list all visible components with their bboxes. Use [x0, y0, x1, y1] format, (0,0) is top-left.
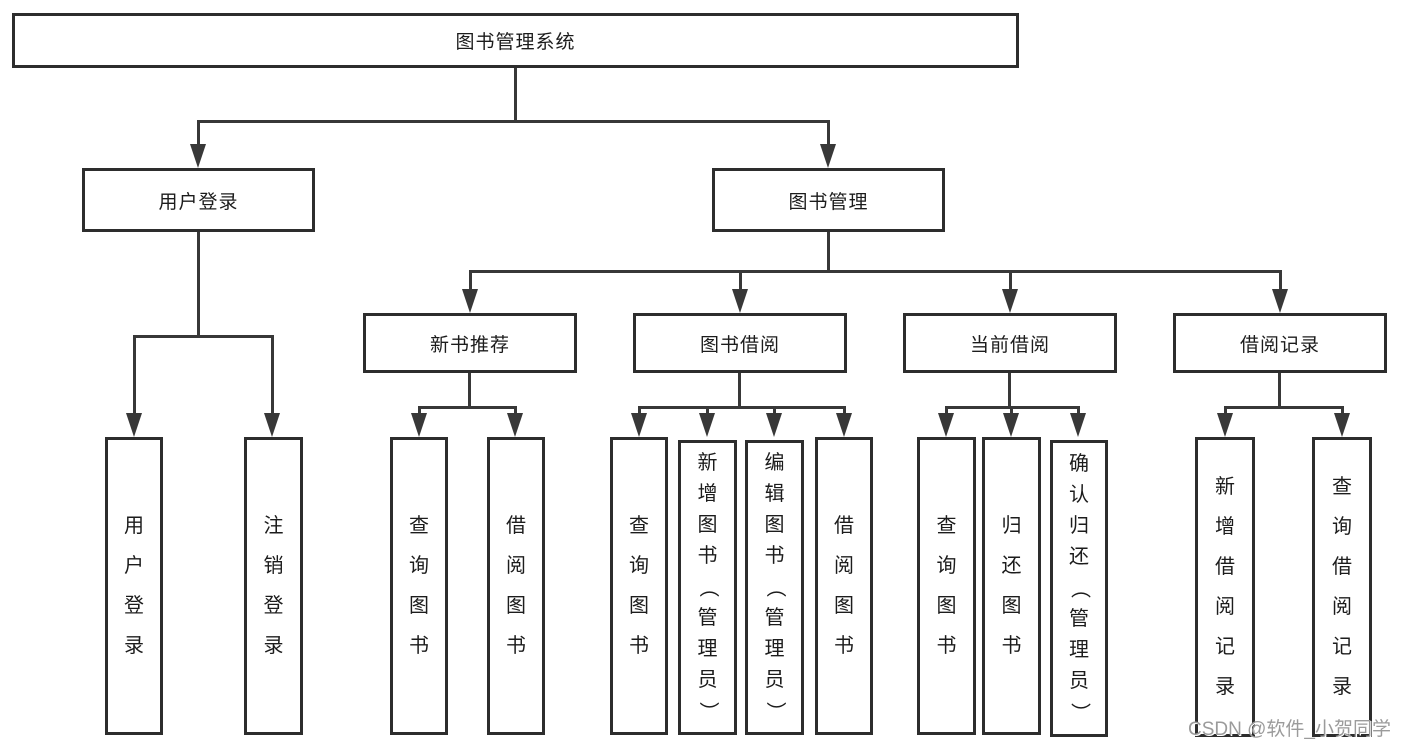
leaf-borrow-books-2: 借阅图书	[815, 437, 873, 735]
leaf-edit-books-admin-label: 编辑图书（管理员）	[764, 451, 787, 722]
connector-line	[1341, 406, 1344, 418]
connector-arrow	[1217, 413, 1233, 437]
connector-line	[706, 406, 709, 418]
connector-line	[1278, 373, 1281, 408]
connector-line	[197, 232, 200, 335]
connector-line	[469, 270, 1281, 273]
csdn-watermark: CSDN @软件_小贺同学	[1188, 719, 1391, 740]
leaf-query-books-3: 查询图书	[917, 437, 976, 735]
leaf-logout: 注销登录	[244, 437, 303, 735]
connector-line	[197, 120, 200, 148]
connector-line	[1077, 406, 1080, 418]
connector-line	[468, 373, 471, 408]
node-book-borrow-label: 图书借阅	[699, 334, 780, 356]
node-user-login-label: 用户登录	[158, 191, 239, 213]
node-current-borrow-label: 当前借阅	[969, 334, 1050, 356]
connector-arrow	[732, 289, 748, 313]
leaf-add-books-admin-label: 新增图书（管理员）	[697, 451, 720, 722]
leaf-return-books-label: 归还图书	[1001, 515, 1022, 657]
leaf-user-login: 用户登录	[105, 437, 163, 735]
connector-arrow	[507, 413, 523, 437]
connector-line	[1008, 373, 1011, 408]
connector-line	[133, 335, 274, 338]
leaf-query-books-1: 查询图书	[390, 437, 448, 735]
connector-arrow	[820, 144, 836, 168]
connector-line	[638, 406, 641, 418]
leaf-add-borrow-record-label: 新增借阅记录	[1215, 476, 1235, 698]
leaf-query-borrow-record: 查询借阅记录	[1312, 437, 1372, 737]
leaf-edit-books-admin: 编辑图书（管理员）	[745, 440, 804, 735]
connector-arrow	[190, 144, 206, 168]
connector-line	[1010, 406, 1013, 418]
leaf-add-borrow-record: 新增借阅记录	[1195, 437, 1255, 737]
leaf-borrow-books-1: 借阅图书	[487, 437, 545, 735]
connector-line	[1224, 406, 1227, 418]
connector-line	[418, 406, 517, 409]
connector-line	[1279, 270, 1282, 292]
node-book-management: 图书管理	[712, 168, 945, 232]
connector-line	[133, 335, 136, 415]
connector-line	[773, 406, 776, 418]
connector-arrow	[938, 413, 954, 437]
leaf-confirm-return-admin-label: 确认归还（管理员）	[1068, 452, 1091, 723]
leaf-add-books-admin: 新增图书（管理员）	[678, 440, 737, 735]
connector-line	[1224, 406, 1343, 409]
connector-line	[738, 373, 741, 408]
connector-arrow	[1002, 289, 1018, 313]
connector-arrow	[836, 413, 852, 437]
connector-arrow	[411, 413, 427, 437]
connector-line	[271, 335, 274, 415]
connector-line	[514, 68, 517, 120]
leaf-logout-label: 注销登录	[263, 515, 284, 657]
connector-line	[1009, 270, 1012, 292]
node-book-management-label: 图书管理	[788, 191, 869, 213]
connector-line	[469, 270, 472, 292]
connector-arrow	[1003, 413, 1019, 437]
connector-line	[197, 120, 830, 123]
connector-line	[638, 406, 846, 409]
node-new-book-recommend: 新书推荐	[363, 313, 577, 373]
leaf-borrow-books-1-label: 借阅图书	[506, 515, 526, 657]
leaf-return-books: 归还图书	[982, 437, 1041, 735]
node-book-borrow: 图书借阅	[633, 313, 847, 373]
node-root: 图书管理系统	[12, 13, 1019, 68]
connector-line	[418, 406, 421, 418]
node-user-login: 用户登录	[82, 168, 315, 232]
connector-line	[739, 270, 742, 292]
node-root-label: 图书管理系统	[455, 32, 576, 53]
node-new-book-recommend-label: 新书推荐	[429, 334, 510, 356]
connector-arrow	[1070, 413, 1086, 437]
connector-line	[514, 406, 517, 418]
node-current-borrow: 当前借阅	[903, 313, 1117, 373]
connector-arrow	[1272, 289, 1288, 313]
leaf-query-books-1-label: 查询图书	[409, 515, 429, 657]
leaf-user-login-label: 用户登录	[124, 515, 144, 657]
leaf-query-borrow-record-label: 查询借阅记录	[1332, 476, 1352, 698]
leaf-query-books-2-label: 查询图书	[629, 515, 649, 657]
node-borrow-records-label: 借阅记录	[1239, 334, 1320, 356]
connector-arrow	[462, 289, 478, 313]
connector-arrow	[699, 413, 715, 437]
leaf-query-books-2: 查询图书	[610, 437, 668, 735]
connector-line	[827, 232, 830, 272]
connector-arrow	[766, 413, 782, 437]
connector-line	[827, 120, 830, 148]
connector-line	[945, 406, 948, 418]
leaf-query-books-3-label: 查询图书	[936, 515, 957, 657]
connector-arrow	[631, 413, 647, 437]
connector-arrow	[1334, 413, 1350, 437]
connector-line	[843, 406, 846, 418]
leaf-borrow-books-2-label: 借阅图书	[834, 515, 854, 657]
node-borrow-records: 借阅记录	[1173, 313, 1387, 373]
connector-arrow	[126, 413, 142, 437]
connector-arrow	[264, 413, 280, 437]
leaf-confirm-return-admin: 确认归还（管理员）	[1050, 440, 1108, 737]
